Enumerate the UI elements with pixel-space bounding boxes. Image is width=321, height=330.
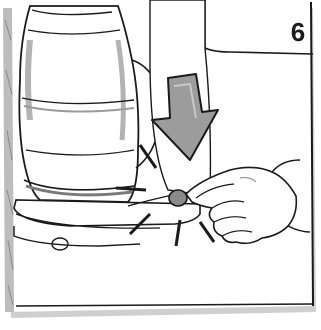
step-number: 6 xyxy=(281,14,315,50)
